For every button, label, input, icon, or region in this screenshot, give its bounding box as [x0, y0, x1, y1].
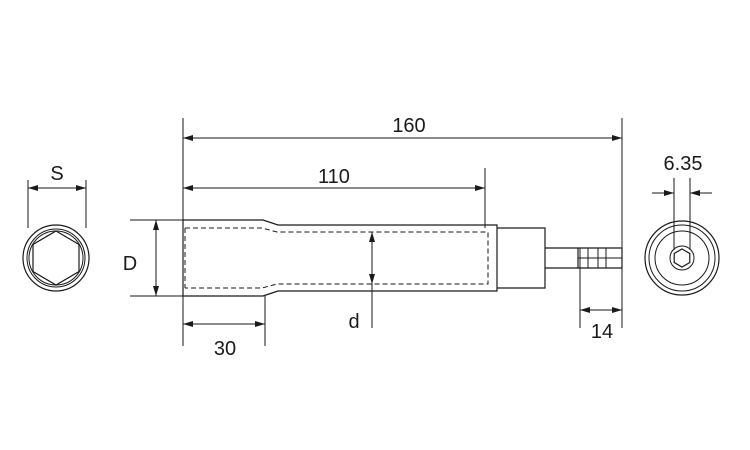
extension-neck: [497, 227, 546, 289]
hex-socket-outline: [32, 230, 80, 286]
shank-round: [545, 247, 579, 269]
rear-chamfer-circle: [648, 224, 716, 292]
rear-neck-circle: [654, 230, 710, 286]
outer-diameter-label: D: [123, 253, 137, 275]
hex-shank-length-dimension: 14: [579, 268, 622, 343]
hex-shank-end-outline: [673, 248, 691, 268]
overall-length-label: 160: [392, 115, 425, 137]
rear-outer-circle: [644, 220, 720, 296]
inner-diameter-dimension: d: [348, 232, 375, 333]
socket-depth-label: 110: [318, 166, 350, 188]
rear-end-view: 6.35: [644, 153, 720, 296]
front-end-view: S: [22, 163, 90, 292]
hidden-bore-outline: [185, 227, 489, 289]
front-length-dimension: 30: [183, 296, 266, 360]
side-view: [182, 219, 623, 297]
socket-depth-dimension: 110: [183, 166, 486, 228]
hex-size-label: S: [50, 163, 63, 185]
inner-diameter-label: d: [348, 311, 359, 333]
socket-body-outline: [182, 219, 498, 297]
rear-shank-circle: [669, 245, 695, 271]
front-inner-circle: [28, 230, 84, 286]
hex-shank-length-label: 14: [591, 321, 613, 343]
outer-diameter-dimension: D: [123, 219, 183, 297]
hex-shank-size-label: 6.35: [664, 153, 703, 175]
overall-length-dimension: 160: [182, 115, 623, 346]
front-chamfer-circle: [26, 228, 86, 288]
front-outer-circle: [22, 224, 90, 292]
front-length-label: 30: [214, 338, 236, 360]
